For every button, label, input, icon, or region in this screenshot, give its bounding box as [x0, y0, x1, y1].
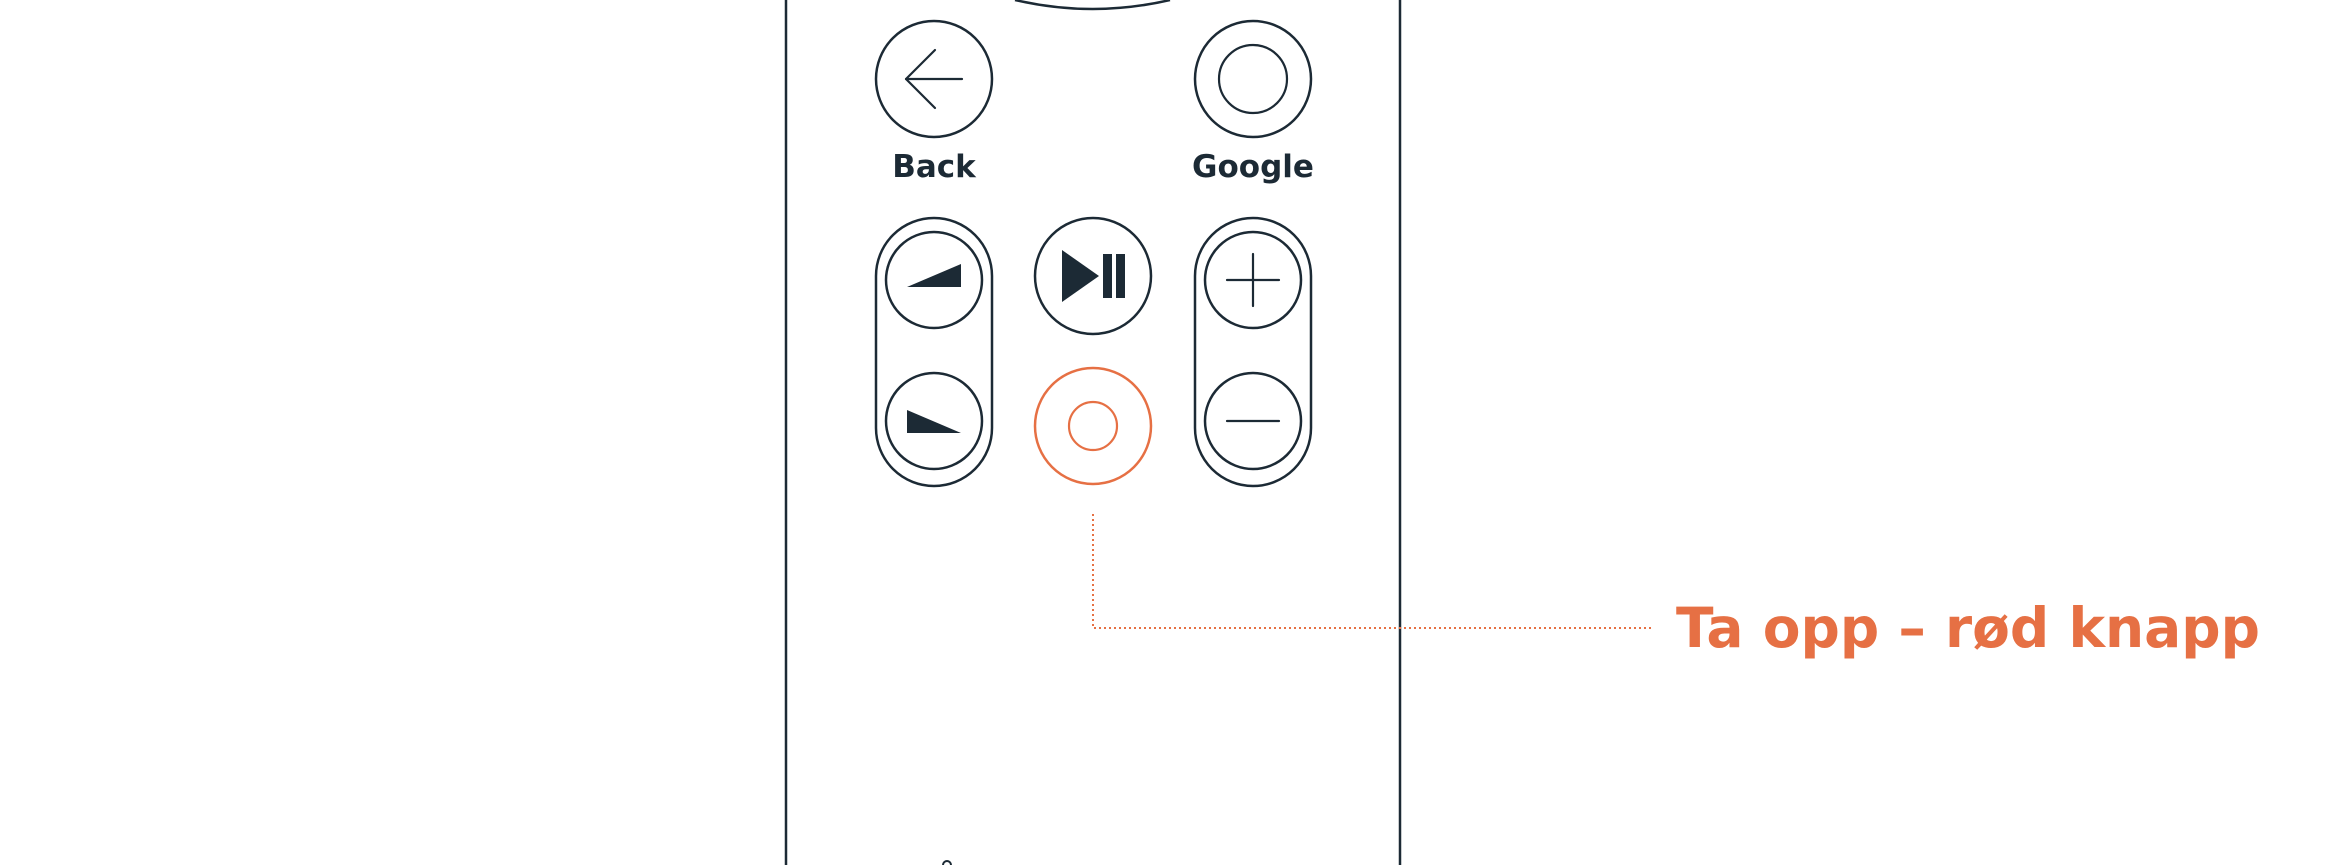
wedge-down-icon	[907, 410, 961, 433]
arrow-left-icon	[904, 48, 964, 110]
volume-down-button[interactable]	[1203, 371, 1303, 471]
remote-body	[784, 0, 1402, 865]
wedge-up-icon	[907, 264, 961, 287]
speed-down-button[interactable]	[884, 371, 984, 471]
volume-rocker	[1193, 216, 1313, 488]
volume-up-button[interactable]	[1203, 230, 1303, 330]
record-button[interactable]	[1033, 366, 1153, 486]
speed-rocker	[874, 216, 994, 488]
circle-icon	[1217, 43, 1289, 115]
callout-leader-line	[1092, 514, 1652, 629]
bottom-partial-mark	[942, 860, 952, 865]
google-button[interactable]	[1193, 19, 1313, 139]
plus-icon	[1225, 252, 1281, 308]
record-callout-label: Ta opp – rød knapp	[1676, 596, 2260, 660]
record-icon	[1067, 400, 1119, 452]
play-pause-button[interactable]	[1033, 216, 1153, 336]
dpad-ring-edge	[1014, 0, 1171, 11]
back-button[interactable]	[874, 19, 994, 139]
google-button-label: Google	[1192, 149, 1314, 185]
back-button-label: Back	[892, 149, 977, 185]
speed-up-button[interactable]	[884, 230, 984, 330]
play-pause-icon	[1062, 250, 1125, 302]
